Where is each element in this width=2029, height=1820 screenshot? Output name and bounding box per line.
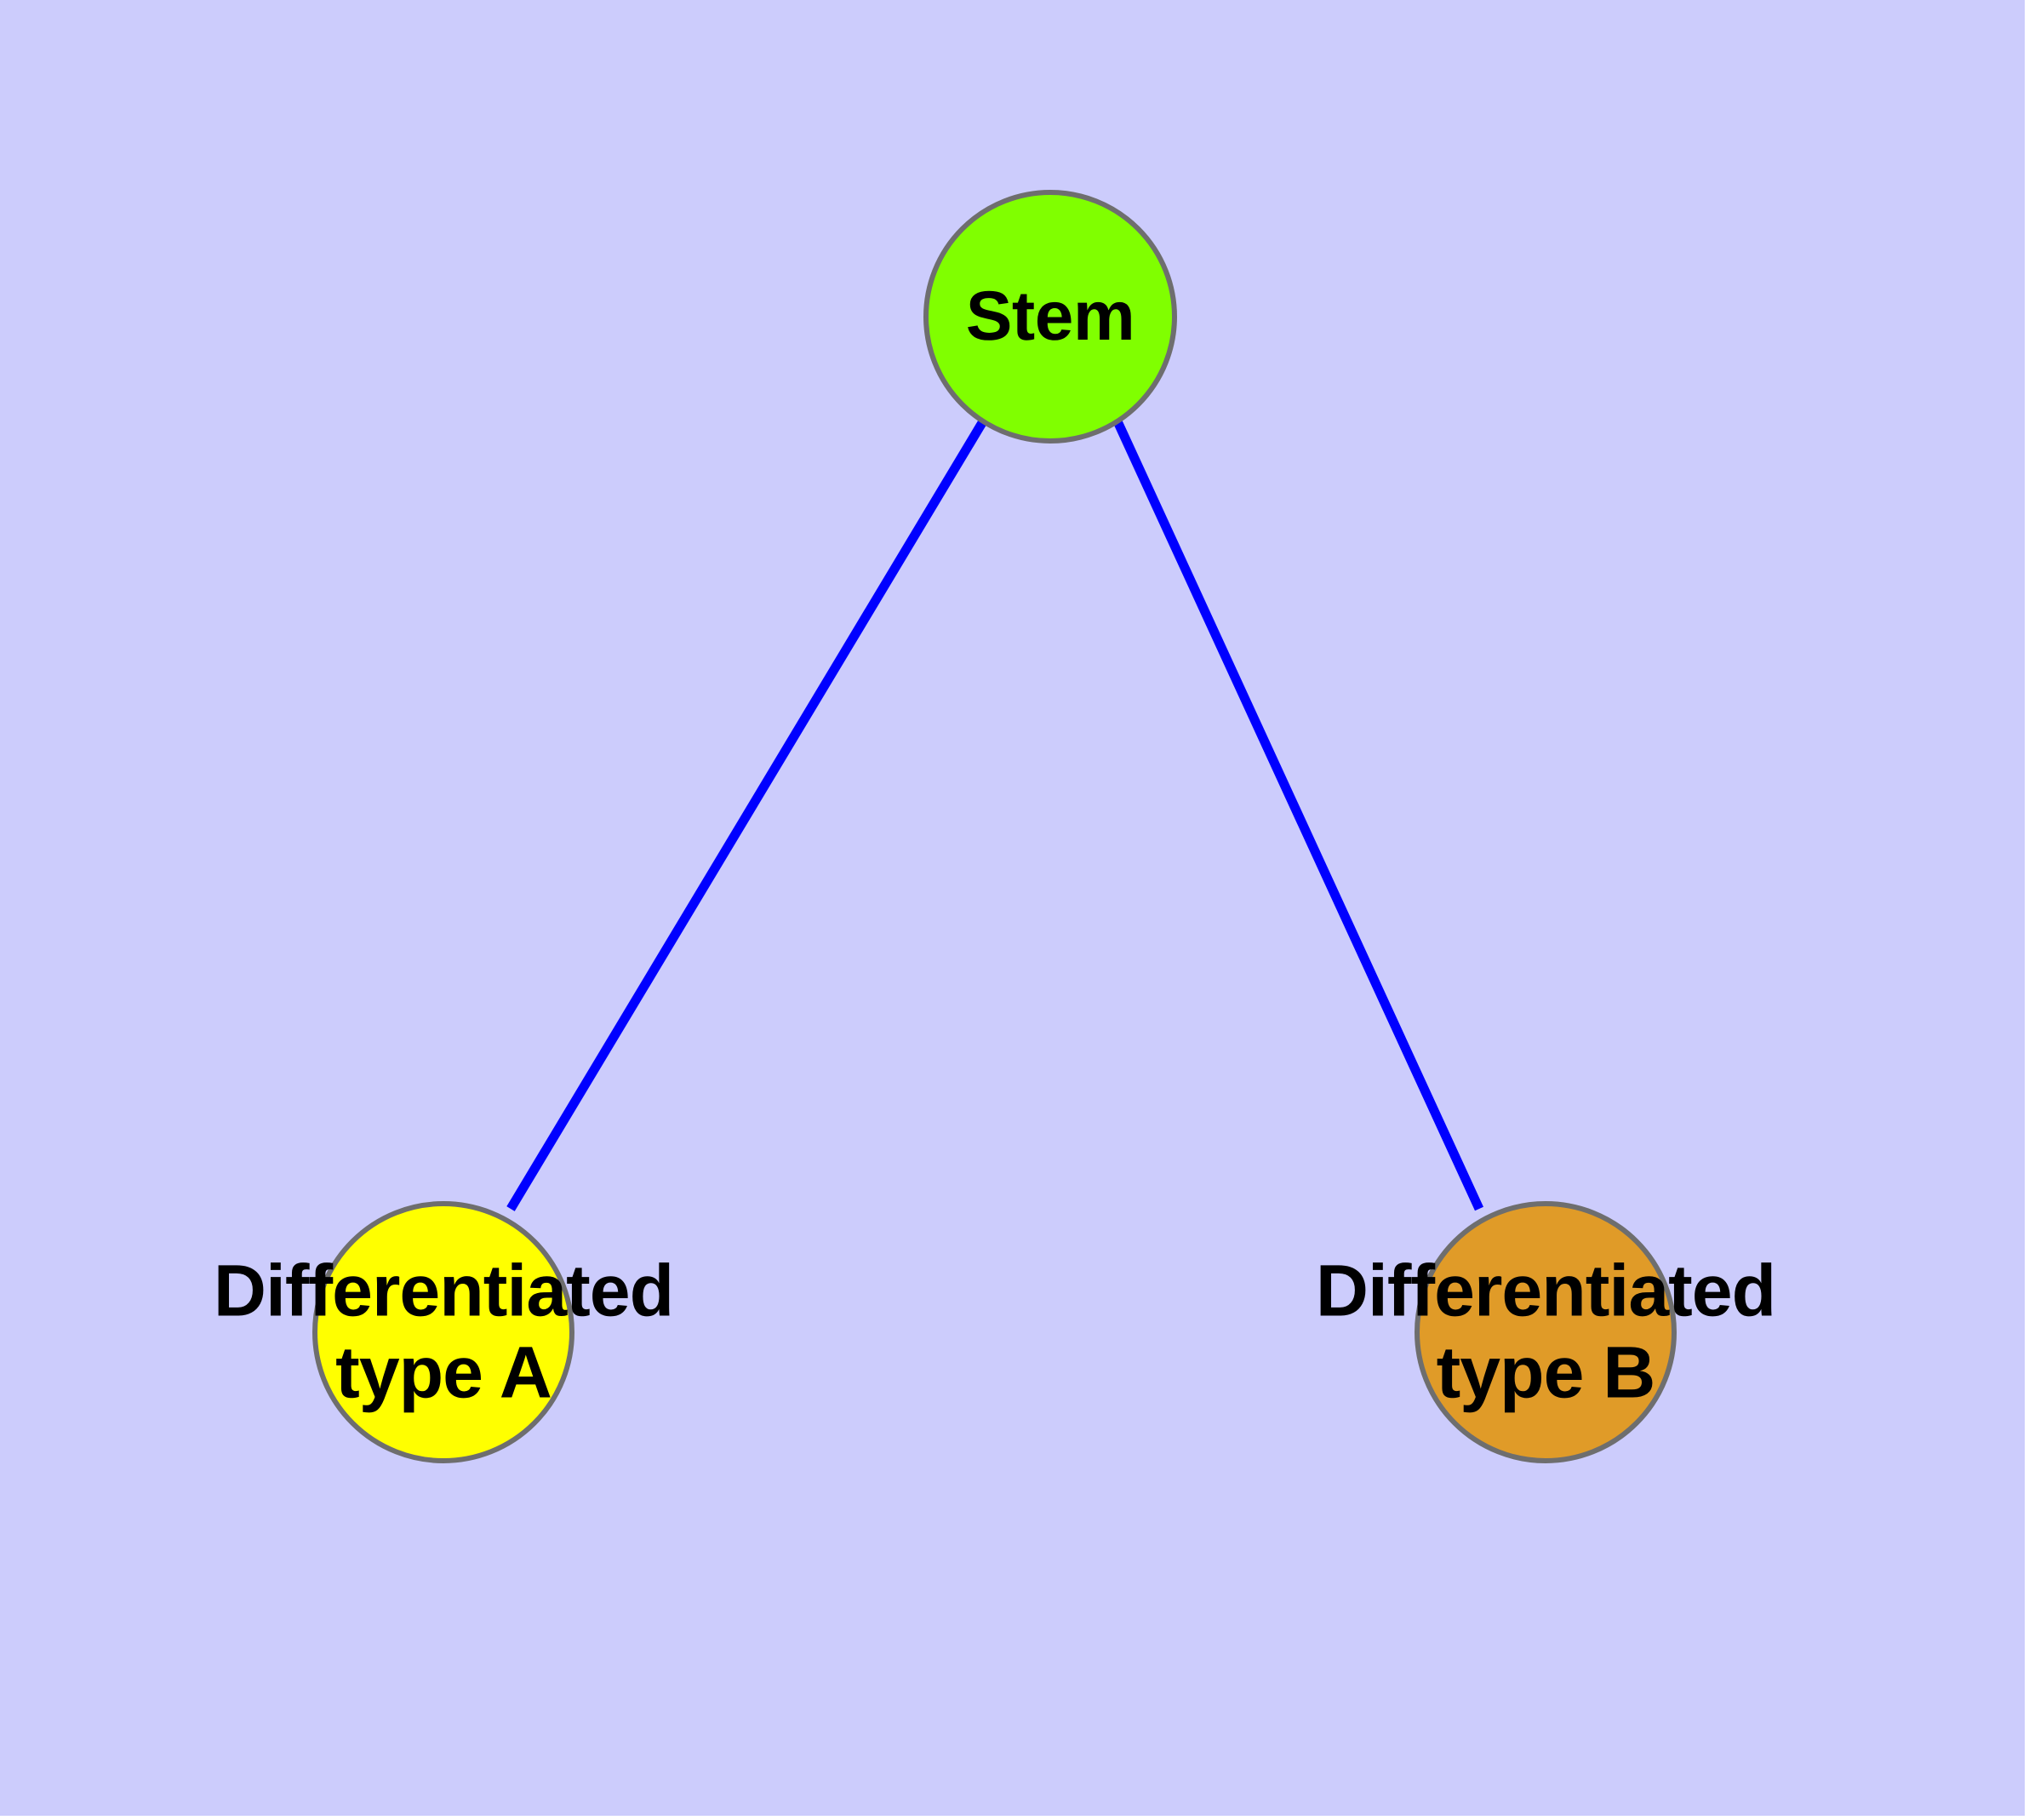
edge-stem-to-type-a[interactable] — [506, 419, 987, 1211]
node-layer — [312, 190, 1677, 1463]
edge-layer — [506, 419, 1483, 1211]
node-circle-stem[interactable] — [923, 190, 1177, 444]
node-circle-type-a[interactable] — [312, 1201, 574, 1463]
node-circle-type-b[interactable] — [1415, 1201, 1677, 1463]
edge-stem-to-type-b[interactable] — [1113, 419, 1483, 1211]
